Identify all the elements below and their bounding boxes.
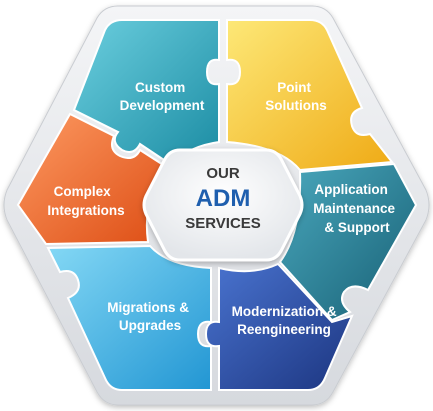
migrations-line-2: Upgrades [119,318,181,333]
segment-complex-integrations: Complex Integrations [16,112,170,246]
center-our-label: OUR [206,165,240,182]
segment-application-maintenance-label: Application Maintenance & Support [313,182,399,235]
segment-complex-integrations-label: Complex Integrations [47,184,124,218]
complex-integrations-line-2: Integrations [47,203,124,218]
center-hexagon [142,148,304,262]
modernization-line-1: Modernization & [232,304,337,319]
segment-modernization-label: Modernization & Reengineering [232,304,341,337]
custom-development-line-2: Development [120,98,205,113]
application-maintenance-line-3: & Support [324,220,390,235]
segment-application-maintenance: Application Maintenance & Support [278,162,418,322]
complex-integrations-line-1: Complex [54,184,112,199]
segment-point-solutions-shape [226,19,394,172]
segment-custom-development: Custom Development [72,19,220,166]
segment-custom-development-label: Custom Development [120,80,205,113]
segment-application-maintenance-shape [278,162,418,322]
segment-point-solutions-label: Point Solutions [265,80,327,113]
center-hub: OUR ADM SERVICES [142,148,304,262]
segment-complex-integrations-shape [16,112,170,246]
segment-modernization: Modernization & Reengineering [204,262,354,391]
modernization-line-2: Reengineering [237,322,331,337]
segment-migrations-shape [46,244,212,391]
custom-development-line-1: Custom [135,80,185,95]
segment-modernization-shape [204,262,354,391]
center-adm-label: ADM [196,185,251,212]
segment-migrations-label: Migrations & Upgrades [107,300,193,333]
segment-point-solutions: Point Solutions [226,19,394,172]
center-services-label: SERVICES [185,215,261,232]
application-maintenance-line-2: Maintenance [313,201,395,216]
point-solutions-line-2: Solutions [265,98,327,113]
migrations-line-1: Migrations & [107,300,189,315]
application-maintenance-line-1: Application [314,182,388,197]
segment-migrations: Migrations & Upgrades [46,244,212,391]
point-solutions-line-1: Point [277,80,311,95]
